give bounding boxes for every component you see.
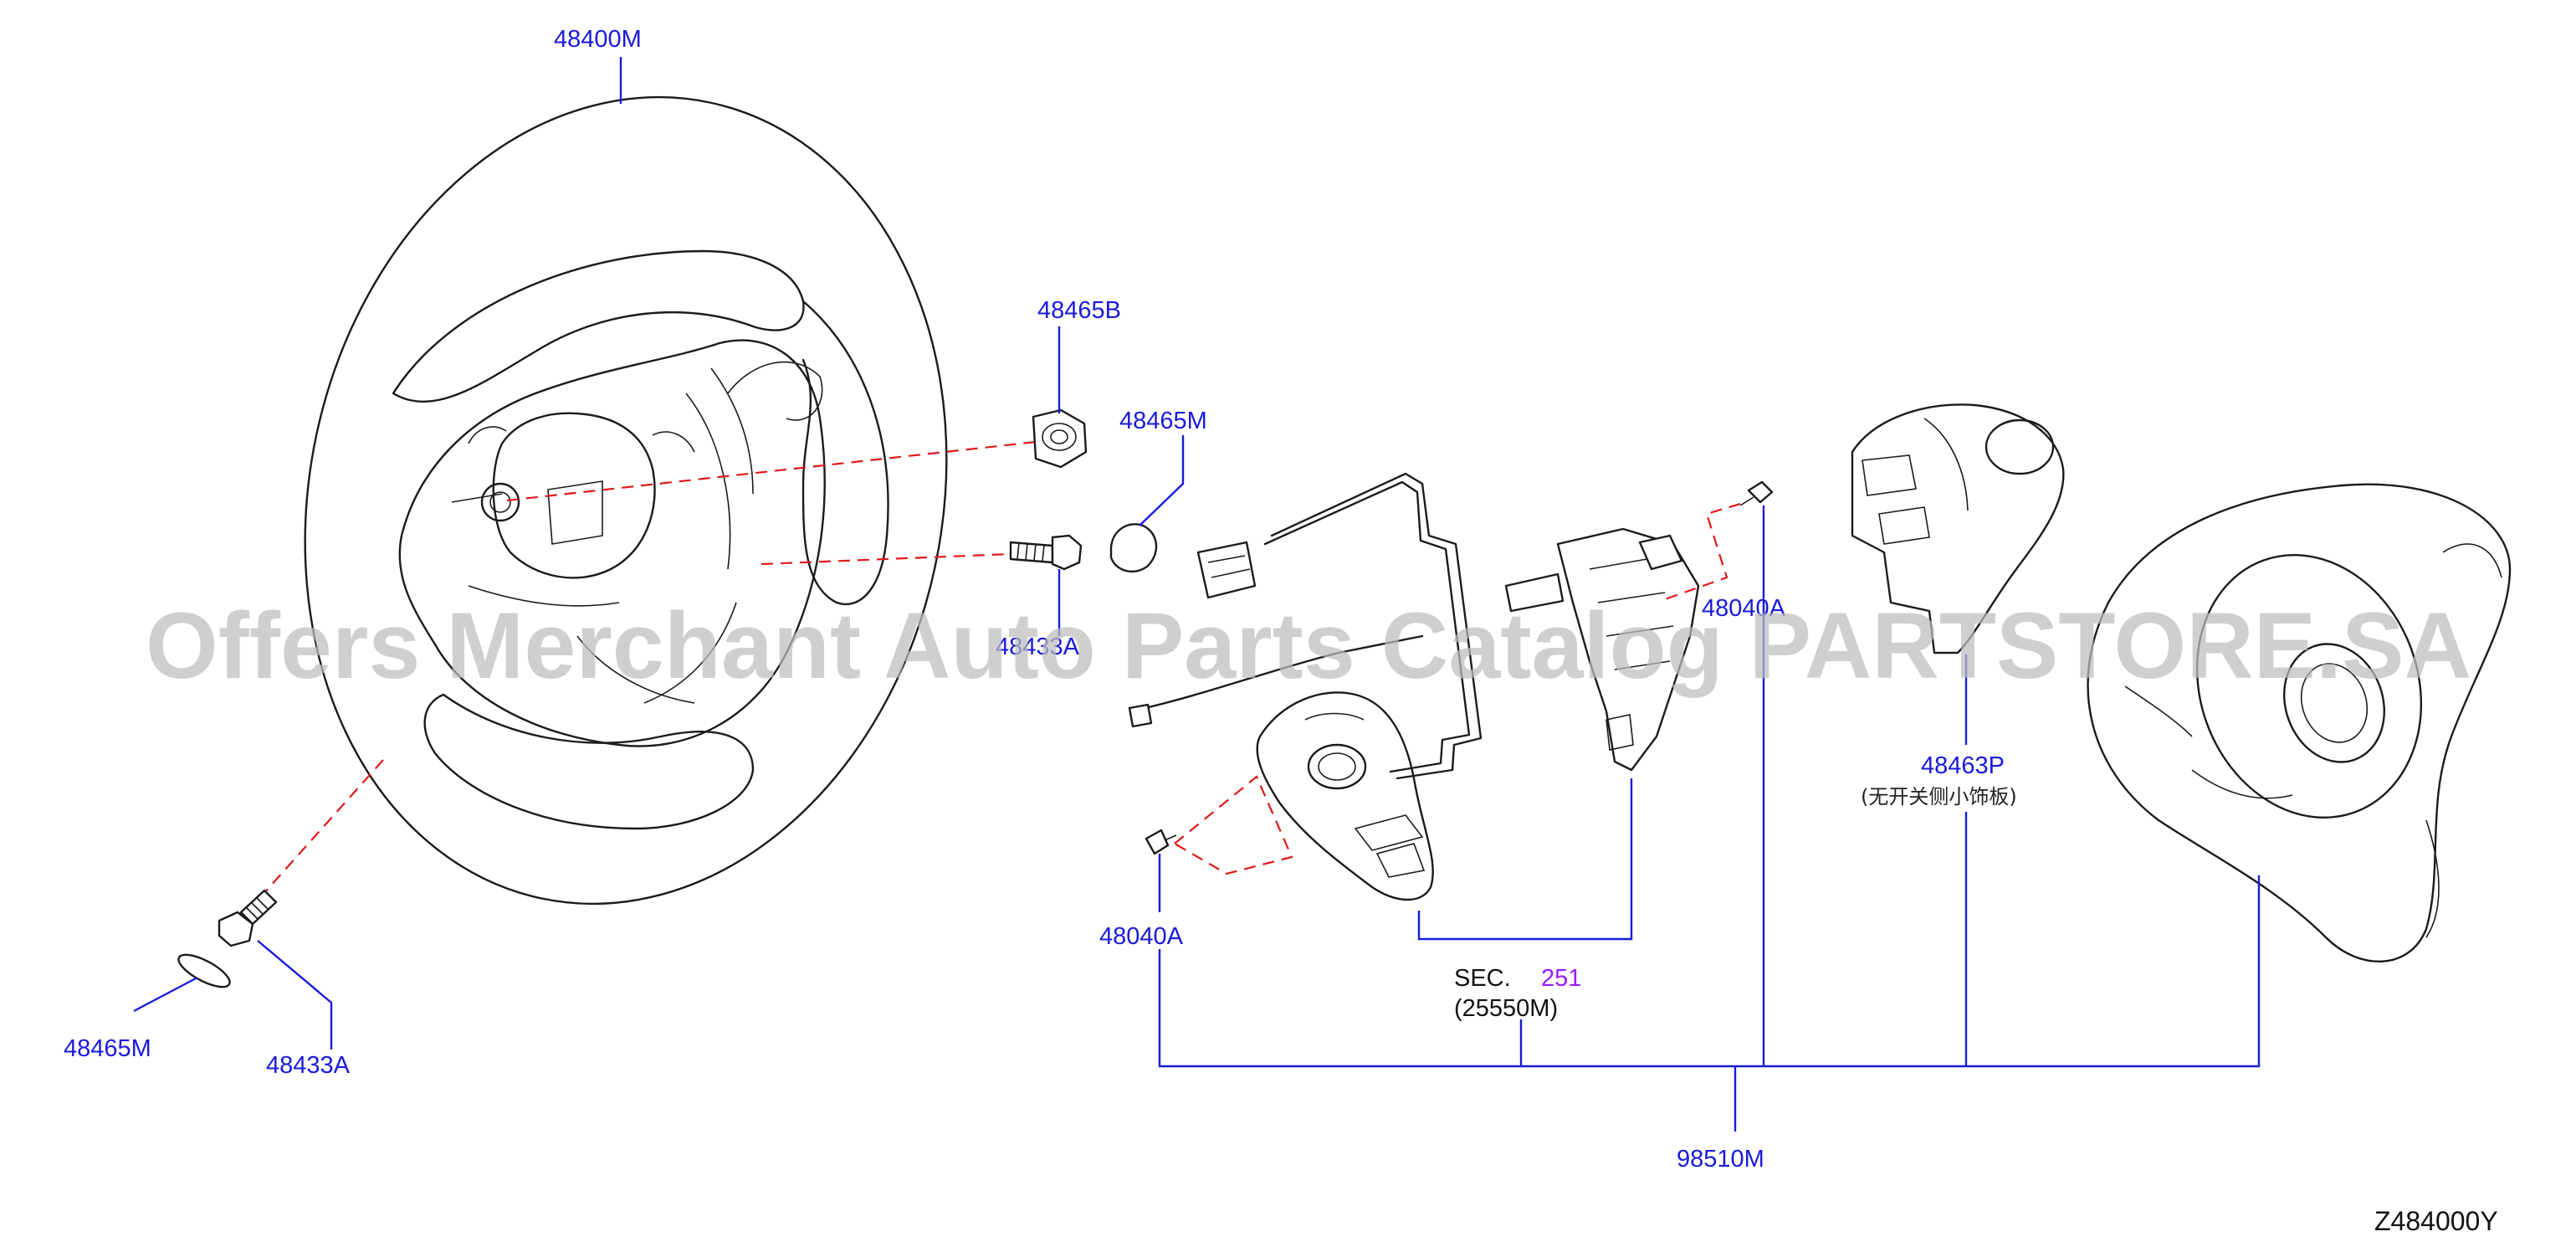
- bolt-48433a-bottom-part: [218, 889, 278, 947]
- airbag-module-part: [2087, 483, 2512, 962]
- leader-sec: [1417, 778, 1633, 941]
- label-washer-bottom: 48465M: [64, 1035, 151, 1062]
- switch-assembly-right-part: [1504, 527, 1700, 772]
- watermark-text: Offers Merchant Auto Parts Catalog PARTS…: [146, 593, 2471, 698]
- assembly-line-nut: [506, 440, 1037, 502]
- wiring-harness-part: [1128, 472, 1483, 780]
- label-assembly: 98510M: [1677, 1146, 1764, 1173]
- leader-assembly-bracket: [1158, 875, 2261, 1068]
- washer-48465m-part: [177, 953, 231, 988]
- label-steering-wheel: 48400M: [554, 26, 642, 53]
- label-sec-part: (25550M): [1454, 995, 1558, 1022]
- leader-lines: [133, 57, 2261, 1132]
- label-screw-right: 48040A: [1702, 595, 1786, 622]
- label-bolt-bottom: 48433A: [266, 1052, 351, 1079]
- assembly-line-bolt: [761, 552, 1011, 566]
- assembly-line-bottom: [255, 759, 384, 903]
- steering-wheel-part: [304, 95, 948, 906]
- label-screw-left: 48040A: [1099, 923, 1184, 950]
- assembly-line-right-screw: [1664, 502, 1741, 601]
- leader-bolt-bottom: [257, 940, 333, 1050]
- label-sec-number[interactable]: 251: [1541, 965, 1581, 992]
- nut-48465b-part: [1032, 408, 1088, 469]
- bolt-48433a-upper-part: [1009, 534, 1083, 571]
- label-cap: 48465M: [1119, 408, 1207, 434]
- label-cover: 48463P: [1921, 752, 2005, 779]
- cover-48463p-part: [1851, 403, 2065, 654]
- label-bolt-upper: 48433A: [996, 634, 1080, 660]
- screw-48040a-right-part: [1739, 480, 1774, 506]
- assembly-line-left-screw: [1173, 775, 1293, 875]
- leader-washer-bottom: [133, 976, 198, 1013]
- cap-48465m-part: [1109, 523, 1158, 573]
- label-cover-note: (无开关侧小饰板): [1861, 785, 2017, 808]
- label-sec-prefix: SEC.: [1454, 965, 1511, 992]
- leader-cap: [1139, 435, 1185, 526]
- label-nut: 48465B: [1037, 297, 1121, 324]
- switch-assembly-left-part: [1256, 691, 1434, 901]
- screw-48040a-left-part: [1145, 829, 1177, 855]
- diagram-reference-code: Z484000Y: [2374, 1206, 2498, 1236]
